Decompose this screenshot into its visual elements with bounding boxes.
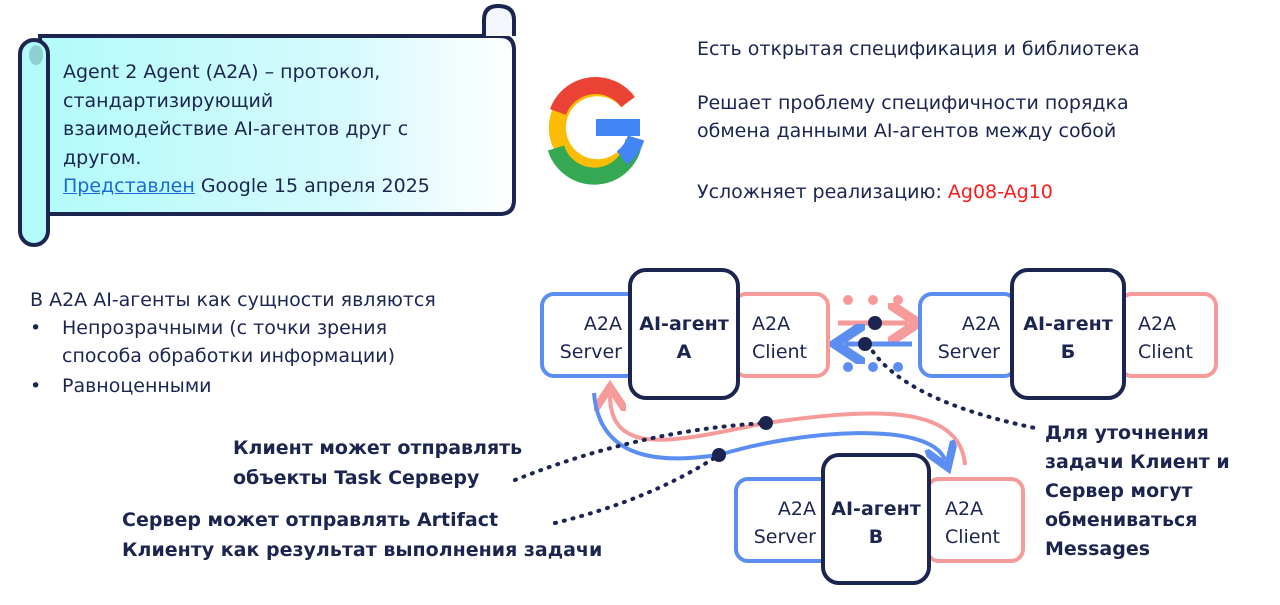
task-artifact-curves [513, 393, 967, 525]
definition-line: Agent 2 Agent (A2A) – протокол, [63, 61, 381, 83]
point-solves-line: обмена данными AI-агентов между собой [697, 120, 1117, 142]
definition-date: Google 15 апреля 2025 [194, 175, 430, 197]
message-arrows [838, 295, 1037, 430]
risk-ids: Ag08-Ag10 [947, 181, 1053, 203]
point-solves-line: Решает проблему специфичности порядка [697, 92, 1129, 114]
item-text: Непрозрачными (с точки зрения [62, 317, 387, 339]
definition-line: взаимодействие AI-агентов друг с [63, 118, 409, 140]
item-text: Равноценными [62, 375, 212, 397]
definition-line: стандартизирующий [63, 89, 274, 112]
definition-line: другом. [63, 146, 142, 169]
point-solves: Решает проблему специфичности порядка об… [697, 89, 1129, 145]
point-complicates: Усложняет реализацию: Ag08-Ag10 [697, 178, 1053, 206]
scroll-definition: Agent 2 Agent (A2A) – протокол, стандарт… [63, 58, 430, 201]
google-logo-icon [547, 77, 645, 185]
scroll-shape [18, 3, 516, 247]
definition-line: Представлен Google 15 апреля 2025 [63, 172, 430, 201]
properties-item-continued: способа обработки информации) [62, 345, 396, 367]
point-open-spec: Есть открытая спецификация и библиотека [697, 38, 1140, 60]
properties-intro: В A2A AI-агенты как сущности являются [30, 289, 436, 311]
properties-item: •Непрозрачными (с точки зрения [30, 317, 387, 339]
properties-item: •Равноценными [30, 375, 212, 397]
complicates-label: Усложняет реализацию: [697, 181, 948, 203]
presented-link[interactable]: Представлен [63, 175, 195, 197]
